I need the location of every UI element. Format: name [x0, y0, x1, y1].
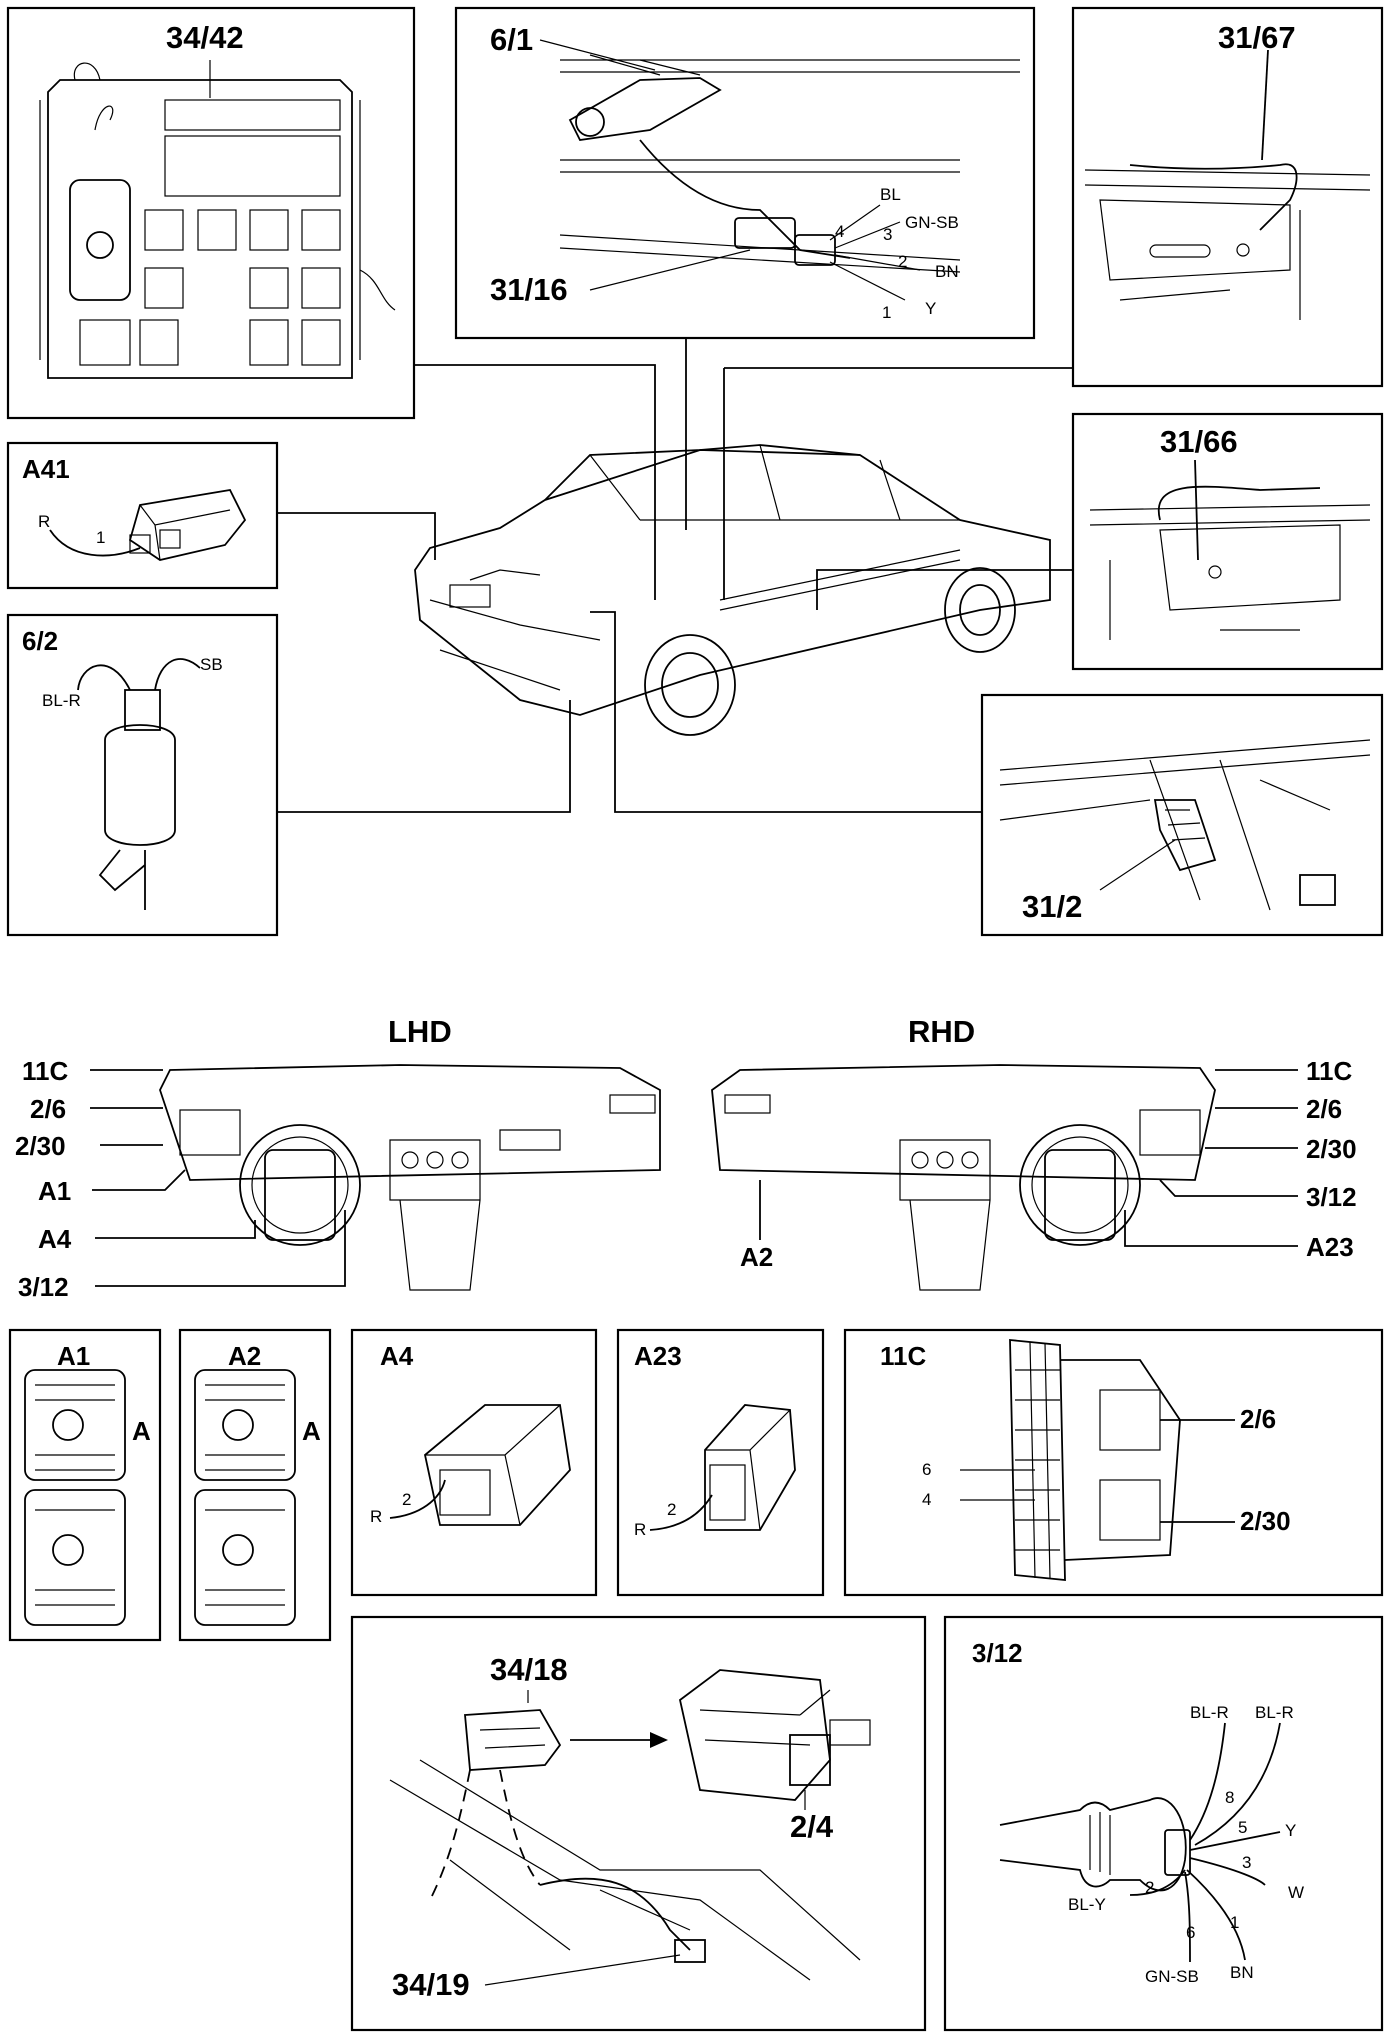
- rhd-11c: 11C: [1306, 1056, 1352, 1086]
- sw-pin-1: 1: [1230, 1913, 1239, 1932]
- label-34-42: 34/42: [166, 20, 244, 55]
- pump-wire-bl-r: BL-R: [42, 691, 81, 710]
- a2-side: A: [302, 1416, 321, 1446]
- wire-bn: BN: [935, 262, 959, 281]
- detail-11c: 11C 6 4 2/6 2/30: [843, 1328, 1384, 1597]
- sw-pin-2: 2: [1145, 1878, 1154, 1897]
- panel-31-66: 31/66: [1071, 412, 1384, 671]
- rhd-2-6: 2/6: [1306, 1094, 1342, 1124]
- a4-pin-2: 2: [402, 1490, 411, 1509]
- label-6-1: 6/1: [490, 22, 533, 57]
- wire-y: Y: [925, 299, 936, 318]
- detail-a2: A2 A: [178, 1328, 332, 1642]
- sw-gn-sb: GN-SB: [1145, 1967, 1199, 1986]
- sw-y: Y: [1285, 1821, 1296, 1840]
- panel-washer-pump: 6/2 BL-R SB: [6, 613, 279, 937]
- 11c-pin-6: 6: [922, 1460, 931, 1479]
- wire-bl: BL: [880, 185, 901, 204]
- detail-a23: A23 R 2: [616, 1328, 825, 1597]
- panel-fusebox: 34/42: [6, 6, 416, 420]
- lhd-2-30: 2/30: [15, 1131, 66, 1161]
- sw-pin-8: 8: [1225, 1788, 1234, 1807]
- a23-pin-2: 2: [667, 1500, 676, 1519]
- dashboard-rhd: RHD 11C 2/6 2/30 3/12 A23 A2: [711, 1014, 1357, 1291]
- panel-wiper-motor: 6/1 31/16 BL GN-SB BN Y 4 3 2 1: [454, 6, 1036, 340]
- rhd-title: RHD: [908, 1014, 975, 1049]
- sw-bl-y: BL-Y: [1068, 1895, 1106, 1914]
- rhd-2-30: 2/30: [1306, 1134, 1357, 1164]
- panel-31-2: 31/2: [980, 693, 1384, 937]
- a41-wire-r: R: [38, 512, 50, 531]
- 11c-2-30: 2/30: [1240, 1506, 1291, 1536]
- dashboard-lhd: LHD 11C 2/6 2/30 A1 A4 3/12: [15, 1014, 661, 1302]
- pin-1: 1: [882, 303, 891, 322]
- a4-wire-r: R: [370, 1507, 382, 1526]
- rhd-a2: A2: [740, 1242, 773, 1272]
- pin-3: 3: [883, 225, 892, 244]
- label-31-67: 31/67: [1218, 20, 1296, 55]
- label-34-18: 34/18: [490, 1652, 568, 1687]
- wire-gn-sb: GN-SB: [905, 213, 959, 232]
- sw-pin-3: 3: [1242, 1853, 1251, 1872]
- 3-12-title: 3/12: [972, 1638, 1023, 1668]
- label-6-2: 6/2: [22, 626, 58, 656]
- lhd-a1: A1: [38, 1176, 71, 1206]
- detail-3-12: 3/12 BL-R BL-R 8 5 Y 3 W 2 BL-Y 6 1 GN-S…: [943, 1615, 1384, 2032]
- label-a41: A41: [22, 454, 70, 484]
- a23-wire-r: R: [634, 1520, 646, 1539]
- lhd-2-6: 2/6: [30, 1094, 66, 1124]
- sw-bl-r-1: BL-R: [1190, 1703, 1229, 1722]
- detail-a4: A4 R 2: [350, 1328, 598, 1597]
- lhd-11c: 11C: [22, 1056, 68, 1086]
- pump-wire-sb: SB: [200, 655, 223, 674]
- pin-2: 2: [898, 252, 907, 271]
- panel-31-67: 31/67: [1071, 6, 1384, 388]
- detail-a1: A1 A: [8, 1328, 162, 1642]
- panel-a41: A41 R 1: [6, 441, 279, 590]
- label-31-2: 31/2: [1022, 889, 1082, 924]
- label-34-19: 34/19: [392, 1967, 470, 2002]
- sw-bl-r-2: BL-R: [1255, 1703, 1294, 1722]
- a41-pin-1: 1: [96, 528, 105, 547]
- a4-title: A4: [380, 1341, 414, 1371]
- a2-title: A2: [228, 1341, 261, 1371]
- detail-34-18: 34/18 2/4 34/19: [350, 1615, 927, 2032]
- car-illustration: [277, 338, 1073, 813]
- a1-title: A1: [57, 1341, 90, 1371]
- a1-side: A: [132, 1416, 151, 1446]
- label-31-66: 31/66: [1160, 424, 1238, 459]
- sw-pin-5: 5: [1238, 1818, 1247, 1837]
- label-2-4: 2/4: [790, 1809, 834, 1844]
- lhd-3-12: 3/12: [18, 1272, 69, 1302]
- rhd-a23: A23: [1306, 1232, 1354, 1262]
- sw-pin-6: 6: [1186, 1923, 1195, 1942]
- sw-w: W: [1288, 1883, 1304, 1902]
- lhd-a4: A4: [38, 1224, 72, 1254]
- 11c-pin-4: 4: [922, 1490, 931, 1509]
- rhd-3-12: 3/12: [1306, 1182, 1357, 1212]
- 11c-title: 11C: [880, 1341, 926, 1371]
- sw-bn: BN: [1230, 1963, 1254, 1982]
- pin-4: 4: [835, 222, 844, 241]
- 11c-2-6: 2/6: [1240, 1404, 1276, 1434]
- a23-title: A23: [634, 1341, 682, 1371]
- label-31-16: 31/16: [490, 272, 568, 307]
- lhd-title: LHD: [388, 1014, 452, 1049]
